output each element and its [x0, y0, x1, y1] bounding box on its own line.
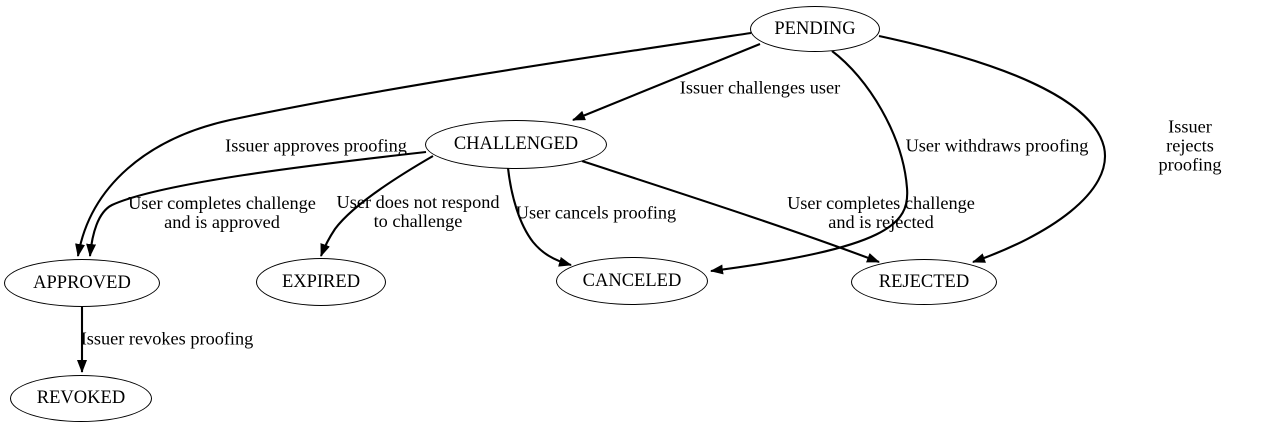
edge-pending-challenged — [572, 43, 761, 121]
node-rejected: REJECTED — [851, 259, 997, 305]
edge-label-user-does-not-respond: User does not respond to challenge — [336, 192, 500, 231]
node-challenged: CHALLENGED — [425, 120, 607, 169]
node-approved-label: APPROVED — [33, 272, 131, 293]
edge-pending-approved — [75, 31, 752, 257]
edge-label-issuer-approves-proofing: Issuer approves proofing — [225, 135, 407, 156]
edge-label-user-cancels-proofing: User cancels proofing — [515, 202, 677, 223]
edge-challenged-rejected — [581, 160, 880, 263]
node-rejected-label: REJECTED — [878, 271, 970, 292]
node-canceled: CANCELED — [556, 257, 708, 305]
edge-pending-rejected — [878, 34, 1107, 263]
edge-challenged-expired — [320, 155, 434, 257]
edge-challenged-approved — [86, 150, 427, 257]
node-canceled-label: CANCELED — [582, 270, 682, 291]
node-pending-label: PENDING — [774, 18, 856, 39]
node-revoked-label: REVOKED — [36, 388, 126, 409]
node-challenged-label: CHALLENGED — [453, 134, 579, 155]
edge-challenged-canceled — [506, 167, 572, 267]
node-approved: APPROVED — [4, 259, 160, 307]
edge-label-user-completes-challenge-approved: User completes challenge and is approved — [128, 193, 316, 232]
node-pending: PENDING — [750, 6, 880, 52]
edge-label-issuer-rejects-proofing: Issuer rejects proofing — [1158, 116, 1222, 175]
node-revoked: REVOKED — [10, 375, 152, 422]
node-expired-label: EXPIRED — [281, 271, 361, 292]
edge-label-user-completes-challenge-rejected: User completes challenge and is rejected — [787, 193, 975, 232]
node-expired: EXPIRED — [256, 258, 386, 306]
edge-label-issuer-revokes-proofing: Issuer revokes proofing — [80, 328, 254, 349]
edge-pending-canceled — [710, 50, 909, 275]
edge-label-issuer-challenges-user: Issuer challenges user — [679, 77, 841, 98]
edge-label-user-withdraws-proofing: User withdraws proofing — [905, 135, 1089, 156]
